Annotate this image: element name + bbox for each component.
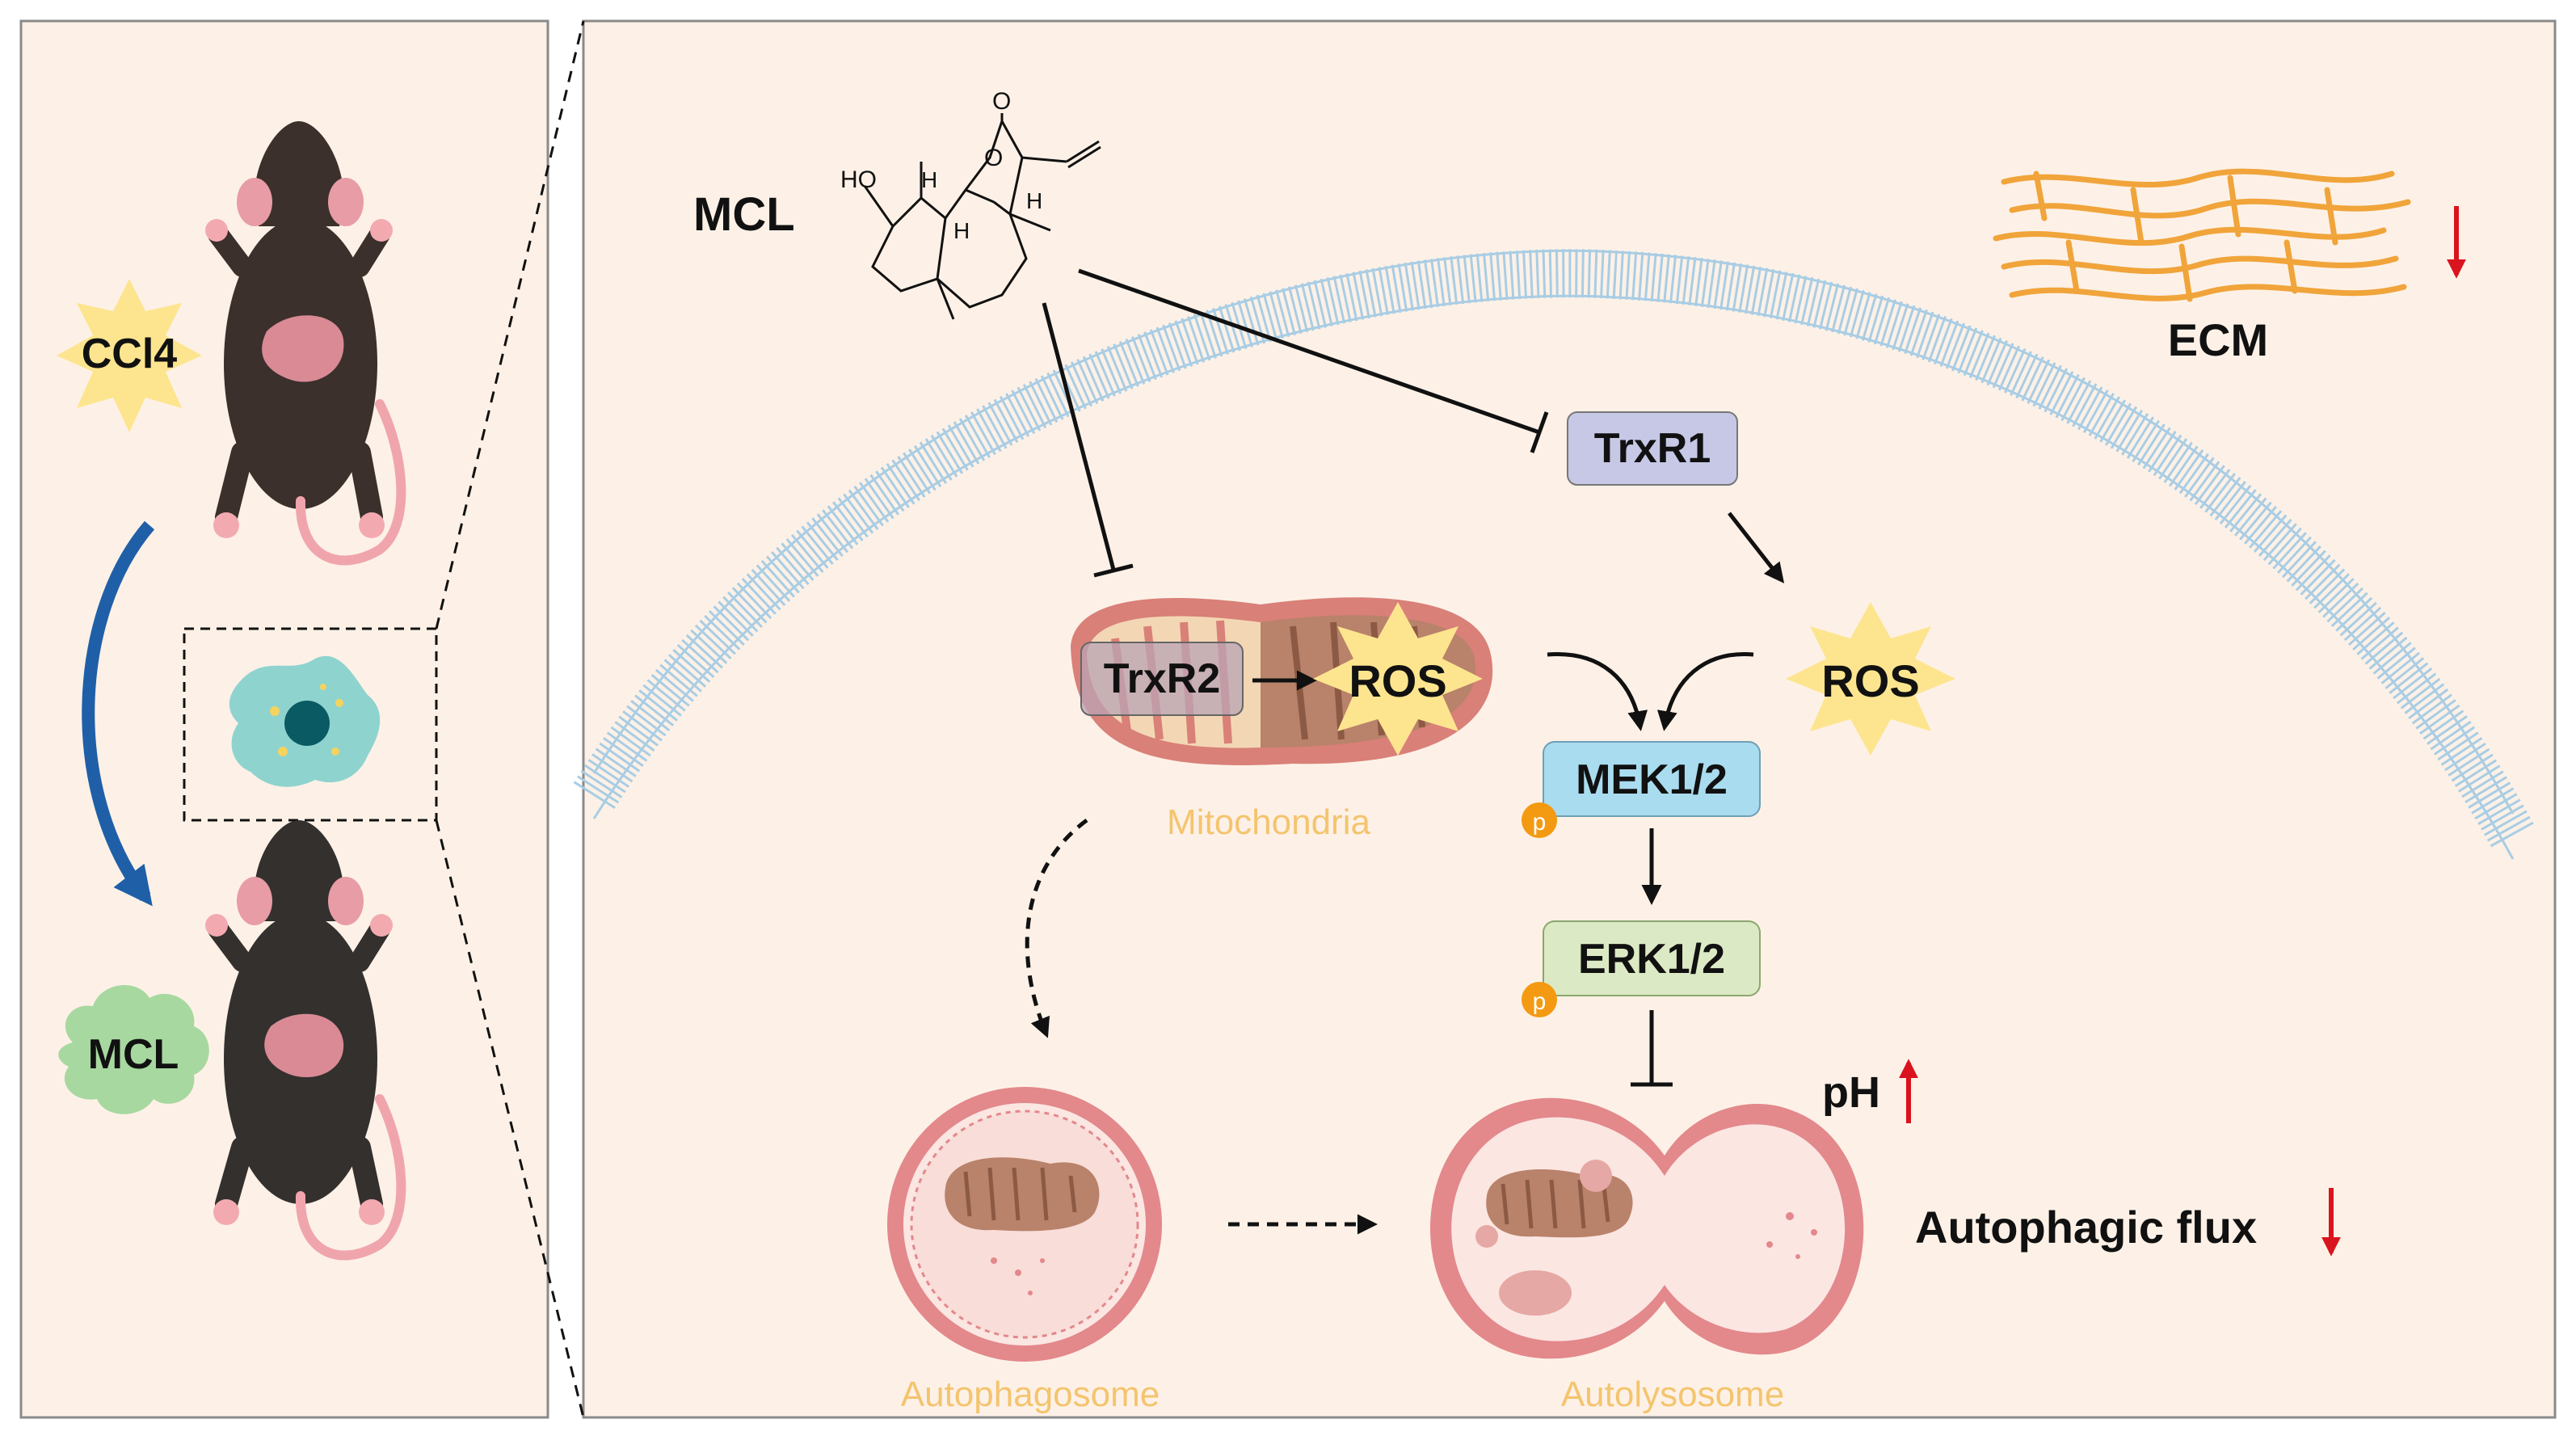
inhibition-to-trxr1	[1078, 268, 1540, 435]
inhibition-bar	[1530, 411, 1549, 453]
inhibition-bar	[1093, 563, 1134, 578]
zoom-line-bottom	[435, 819, 585, 1418]
atom-label: H	[1026, 188, 1042, 213]
phospho-badge	[1522, 802, 1557, 838]
trxr2-label: TrxR2	[1104, 655, 1221, 702]
mouse-icon	[205, 121, 406, 566]
erk-box	[1543, 920, 1761, 996]
mcl-structure	[863, 113, 1101, 320]
mek-label: MEK1/2	[1576, 756, 1728, 803]
ecm-fibers	[1993, 168, 2411, 302]
phospho-badge	[1522, 982, 1557, 1017]
trxr2-box	[1080, 642, 1244, 716]
ccl4-burst: CCl4	[57, 279, 202, 432]
trxr1-label: TrxR1	[1594, 425, 1711, 472]
autolysosome	[1430, 1097, 1864, 1359]
atom-label: H	[953, 218, 970, 243]
cell-highlight-box	[183, 627, 438, 822]
ccl4-label: CCl4	[82, 331, 178, 377]
mouse-icon	[205, 820, 406, 1261]
atom-label: HO	[840, 166, 877, 193]
autophagosome	[887, 1087, 1162, 1362]
zoom-line-top	[435, 20, 585, 630]
hepatic-stellate-cell-icon	[229, 655, 381, 787]
ros-cyto-label: ROS	[1821, 655, 1919, 706]
ros-star-cyto: ROS	[1786, 602, 1955, 756]
erk-label: ERK1/2	[1578, 936, 1725, 983]
activation-arrow	[1728, 512, 1785, 583]
mcl-cloud: MCL	[58, 984, 209, 1114]
cell-membrane	[573, 249, 2535, 860]
ecm-label: ECM	[2168, 314, 2268, 365]
ph-label: pH	[1822, 1068, 1880, 1117]
mitophagy-arrow	[1025, 818, 1088, 1038]
ros-to-mek-arrow	[1656, 652, 1754, 731]
phospho-label: p	[1533, 809, 1547, 836]
atom-label: H	[921, 167, 937, 192]
ros-to-mek-arrow	[1547, 652, 1648, 731]
inhibition-to-trxr2	[1042, 302, 1116, 571]
phospho-label: p	[1533, 988, 1547, 1015]
ros-mito-label: ROS	[1349, 655, 1446, 706]
mek-box	[1543, 741, 1761, 817]
compound-name: MCL	[693, 188, 795, 241]
ros-star-mito: ROS	[1313, 602, 1483, 756]
trxr1-box	[1567, 411, 1738, 486]
autophagic-flux-label: Autophagic flux	[1915, 1202, 2257, 1253]
autophagosome-label: Autophagosome	[901, 1375, 1160, 1414]
treatment-arrow	[82, 520, 155, 907]
atom-label: O	[992, 88, 1011, 115]
mitochondria-label: Mitochondria	[1167, 802, 1370, 842]
autolysosome-label: Autolysosome	[1561, 1375, 1784, 1414]
atom-label: O	[984, 145, 1003, 171]
mcl-cloud-label: MCL	[88, 1031, 179, 1078]
